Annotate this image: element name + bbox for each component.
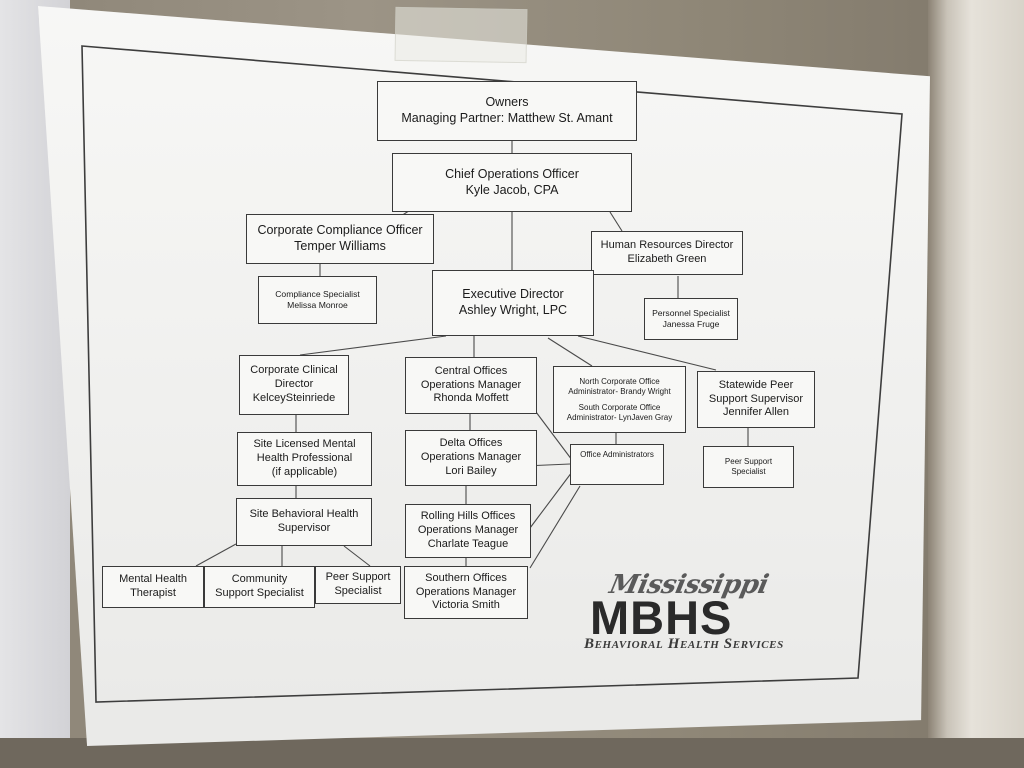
executive-director-box: Executive Director Ashley Wright, LPC [432, 270, 594, 336]
peer-support-specialist-right-box: Peer Support Specialist [703, 446, 794, 488]
logo-acronym: MBHS [590, 591, 733, 644]
site-lmhp-box: Site Licensed Mental Health Professional… [237, 432, 372, 486]
southern-offices-box: Southern Offices Operations Manager Vict… [404, 566, 528, 619]
personnel-specialist-box: Personnel Specialist Janessa Fruge [644, 298, 738, 340]
community-support-specialist-box: Community Support Specialist [204, 566, 315, 608]
hr-director-box: Human Resources Director Elizabeth Green [591, 231, 743, 275]
mbhs-logo: Mississippi MBHS Behavioral Health Servi… [584, 570, 846, 660]
logo-subtitle: Behavioral Health Services [584, 636, 784, 652]
connector-bhs-therapist [195, 543, 237, 567]
site-bh-supervisor-box: Site Behavioral Health Supervisor [236, 498, 372, 546]
peer-support-specialist-left-box: Peer Support Specialist [315, 566, 401, 604]
mental-health-therapist-box: Mental Health Therapist [102, 566, 204, 608]
connector-bhs-peer-left [343, 545, 371, 567]
delta-offices-box: Delta Offices Operations Manager Lori Ba… [405, 430, 537, 486]
connector-coo-hr [609, 211, 623, 232]
corporate-office-admins-box: North Corporate Office Administrator- Br… [553, 366, 686, 433]
connector-southern-officeadmins [529, 485, 581, 569]
central-offices-box: Central Offices Operations Manager Rhond… [405, 357, 537, 414]
door-frame [928, 0, 1024, 768]
owners-box: Owners Managing Partner: Matthew St. Ama… [377, 81, 637, 141]
connector-central-officeadmins [535, 411, 573, 461]
connector-exec-corporate-admins [547, 337, 593, 367]
clinical-director-box: Corporate Clinical Director KelceySteinr… [239, 355, 349, 415]
rolling-hills-offices-box: Rolling Hills Offices Operations Manager… [405, 504, 531, 558]
coo-box: Chief Operations Officer Kyle Jacob, CPA [392, 153, 632, 212]
compliance-officer-box: Corporate Compliance Officer Temper Will… [246, 214, 434, 264]
connector-rolling-officeadmins [529, 471, 573, 529]
connector-exec-clinical [299, 335, 447, 356]
peer-support-supervisor-box: Statewide Peer Support Supervisor Jennif… [697, 371, 815, 428]
office-administrators-box: Office Administrators [570, 444, 664, 485]
connector-exec-peer [577, 335, 717, 371]
compliance-specialist-box: Compliance Specialist Melissa Monroe [258, 276, 377, 324]
